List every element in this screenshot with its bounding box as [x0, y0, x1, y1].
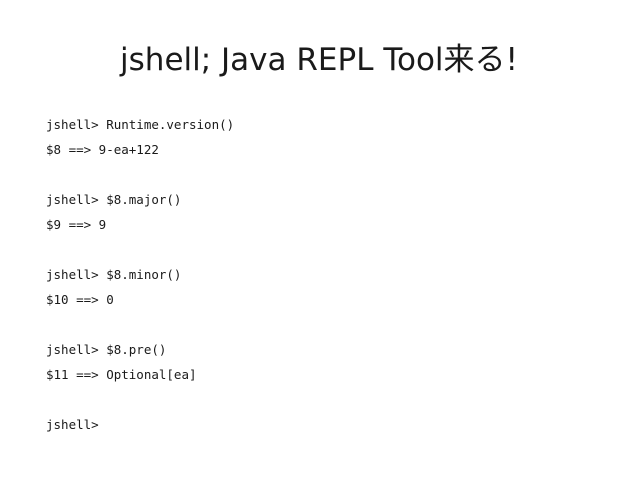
command-line: jshell> Runtime.version() — [46, 117, 235, 132]
final-prompt: jshell> — [46, 417, 99, 432]
output-line: $8 ==> 9-ea+122 — [46, 142, 159, 157]
output-line: $11 ==> Optional[ea] — [46, 367, 197, 382]
command-line: jshell> $8.pre() — [46, 342, 167, 357]
output-line: $10 ==> 0 — [46, 292, 114, 307]
command-line: jshell> $8.minor() — [46, 267, 182, 282]
slide-title: jshell; Java REPL Tool来る! — [120, 42, 518, 78]
command-line: jshell> $8.major() — [46, 192, 182, 207]
blank-line — [46, 312, 606, 337]
jshell-session: jshell> Runtime.version() $8 ==> 9-ea+12… — [46, 112, 606, 437]
blank-line — [46, 162, 606, 187]
output-line: $9 ==> 9 — [46, 217, 107, 232]
blank-line — [46, 387, 606, 412]
blank-line — [46, 237, 606, 262]
